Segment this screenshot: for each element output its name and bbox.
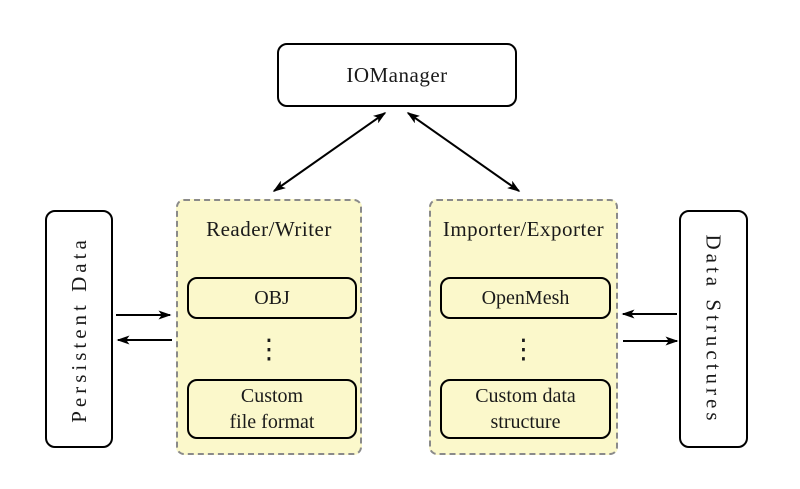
reader-writer-title: Reader/Writer bbox=[206, 217, 332, 241]
custom-file-format-node: Custom file format bbox=[187, 379, 357, 439]
iomanager-node: IOManager bbox=[277, 43, 517, 107]
importer-exporter-title: Importer/Exporter bbox=[442, 217, 605, 241]
persistent-data-label: Persistent Data bbox=[66, 235, 91, 423]
obj-node: OBJ bbox=[187, 277, 357, 319]
obj-label: OBJ bbox=[254, 287, 290, 309]
openmesh-node: OpenMesh bbox=[440, 277, 611, 319]
reader-writer-group: Reader/Writer OBJ ⋮ Custom file format bbox=[176, 199, 362, 455]
importer-exporter-vdots-icon: ⋮ bbox=[510, 333, 537, 365]
custom-data-structure-node: Custom data structure bbox=[440, 379, 611, 439]
data-structures-node: Data Structures bbox=[679, 210, 748, 448]
custom-data-structure-label: Custom data structure bbox=[475, 385, 576, 433]
edge-iomanager-importerexporter bbox=[406, 112, 521, 192]
openmesh-label: OpenMesh bbox=[481, 287, 570, 309]
iomanager-label: IOManager bbox=[346, 62, 448, 87]
custom-file-format-label: Custom file format bbox=[229, 385, 315, 433]
importer-exporter-group: Importer/Exporter OpenMesh ⋮ Custom data… bbox=[429, 199, 618, 455]
persistent-data-node: Persistent Data bbox=[45, 210, 113, 448]
data-structures-label: Data Structures bbox=[702, 233, 727, 425]
reader-writer-vdots-icon: ⋮ bbox=[255, 333, 283, 365]
edge-iomanager-readerwriter bbox=[272, 112, 387, 192]
